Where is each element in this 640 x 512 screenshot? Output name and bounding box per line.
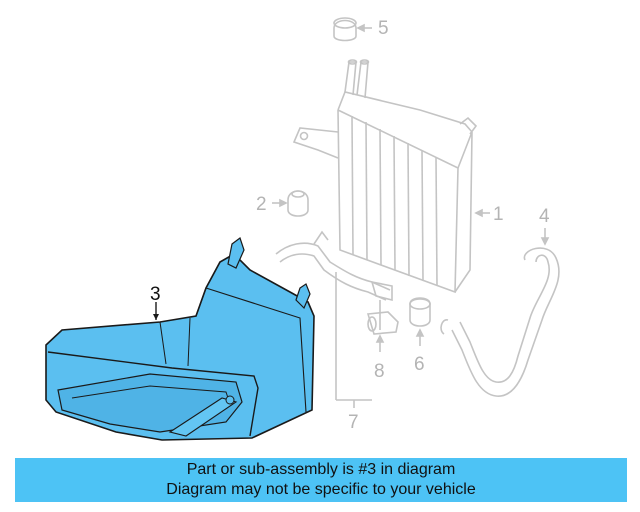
- callout-4: 4: [539, 206, 550, 227]
- callout-2: 2: [256, 194, 267, 215]
- part-6-connector[interactable]: [409, 297, 431, 346]
- callout-7: 7: [348, 412, 359, 433]
- part-8-fitting[interactable]: [366, 311, 399, 352]
- part-1-radiator[interactable]: [292, 59, 490, 294]
- part-3-reservoir[interactable]: [45, 237, 315, 441]
- part-5-cap[interactable]: [333, 17, 372, 42]
- parts-diagram: 5 1 2: [45, 17, 560, 441]
- callout-5: 5: [378, 18, 389, 39]
- part-4-hose[interactable]: [440, 228, 560, 397]
- callout-6: 6: [414, 354, 425, 375]
- banner-line-2: Diagram may not be specific to your vehi…: [166, 481, 476, 498]
- callout-3: 3: [150, 284, 161, 305]
- part-7-hose-assembly[interactable]: [275, 230, 393, 408]
- part-2-grommet[interactable]: [272, 190, 309, 217]
- info-banner: Part or sub-assembly is #3 in diagram Di…: [15, 458, 627, 502]
- callout-8: 8: [374, 361, 385, 382]
- banner-line-1: Part or sub-assembly is #3 in diagram: [186, 461, 456, 478]
- callout-1: 1: [493, 204, 504, 225]
